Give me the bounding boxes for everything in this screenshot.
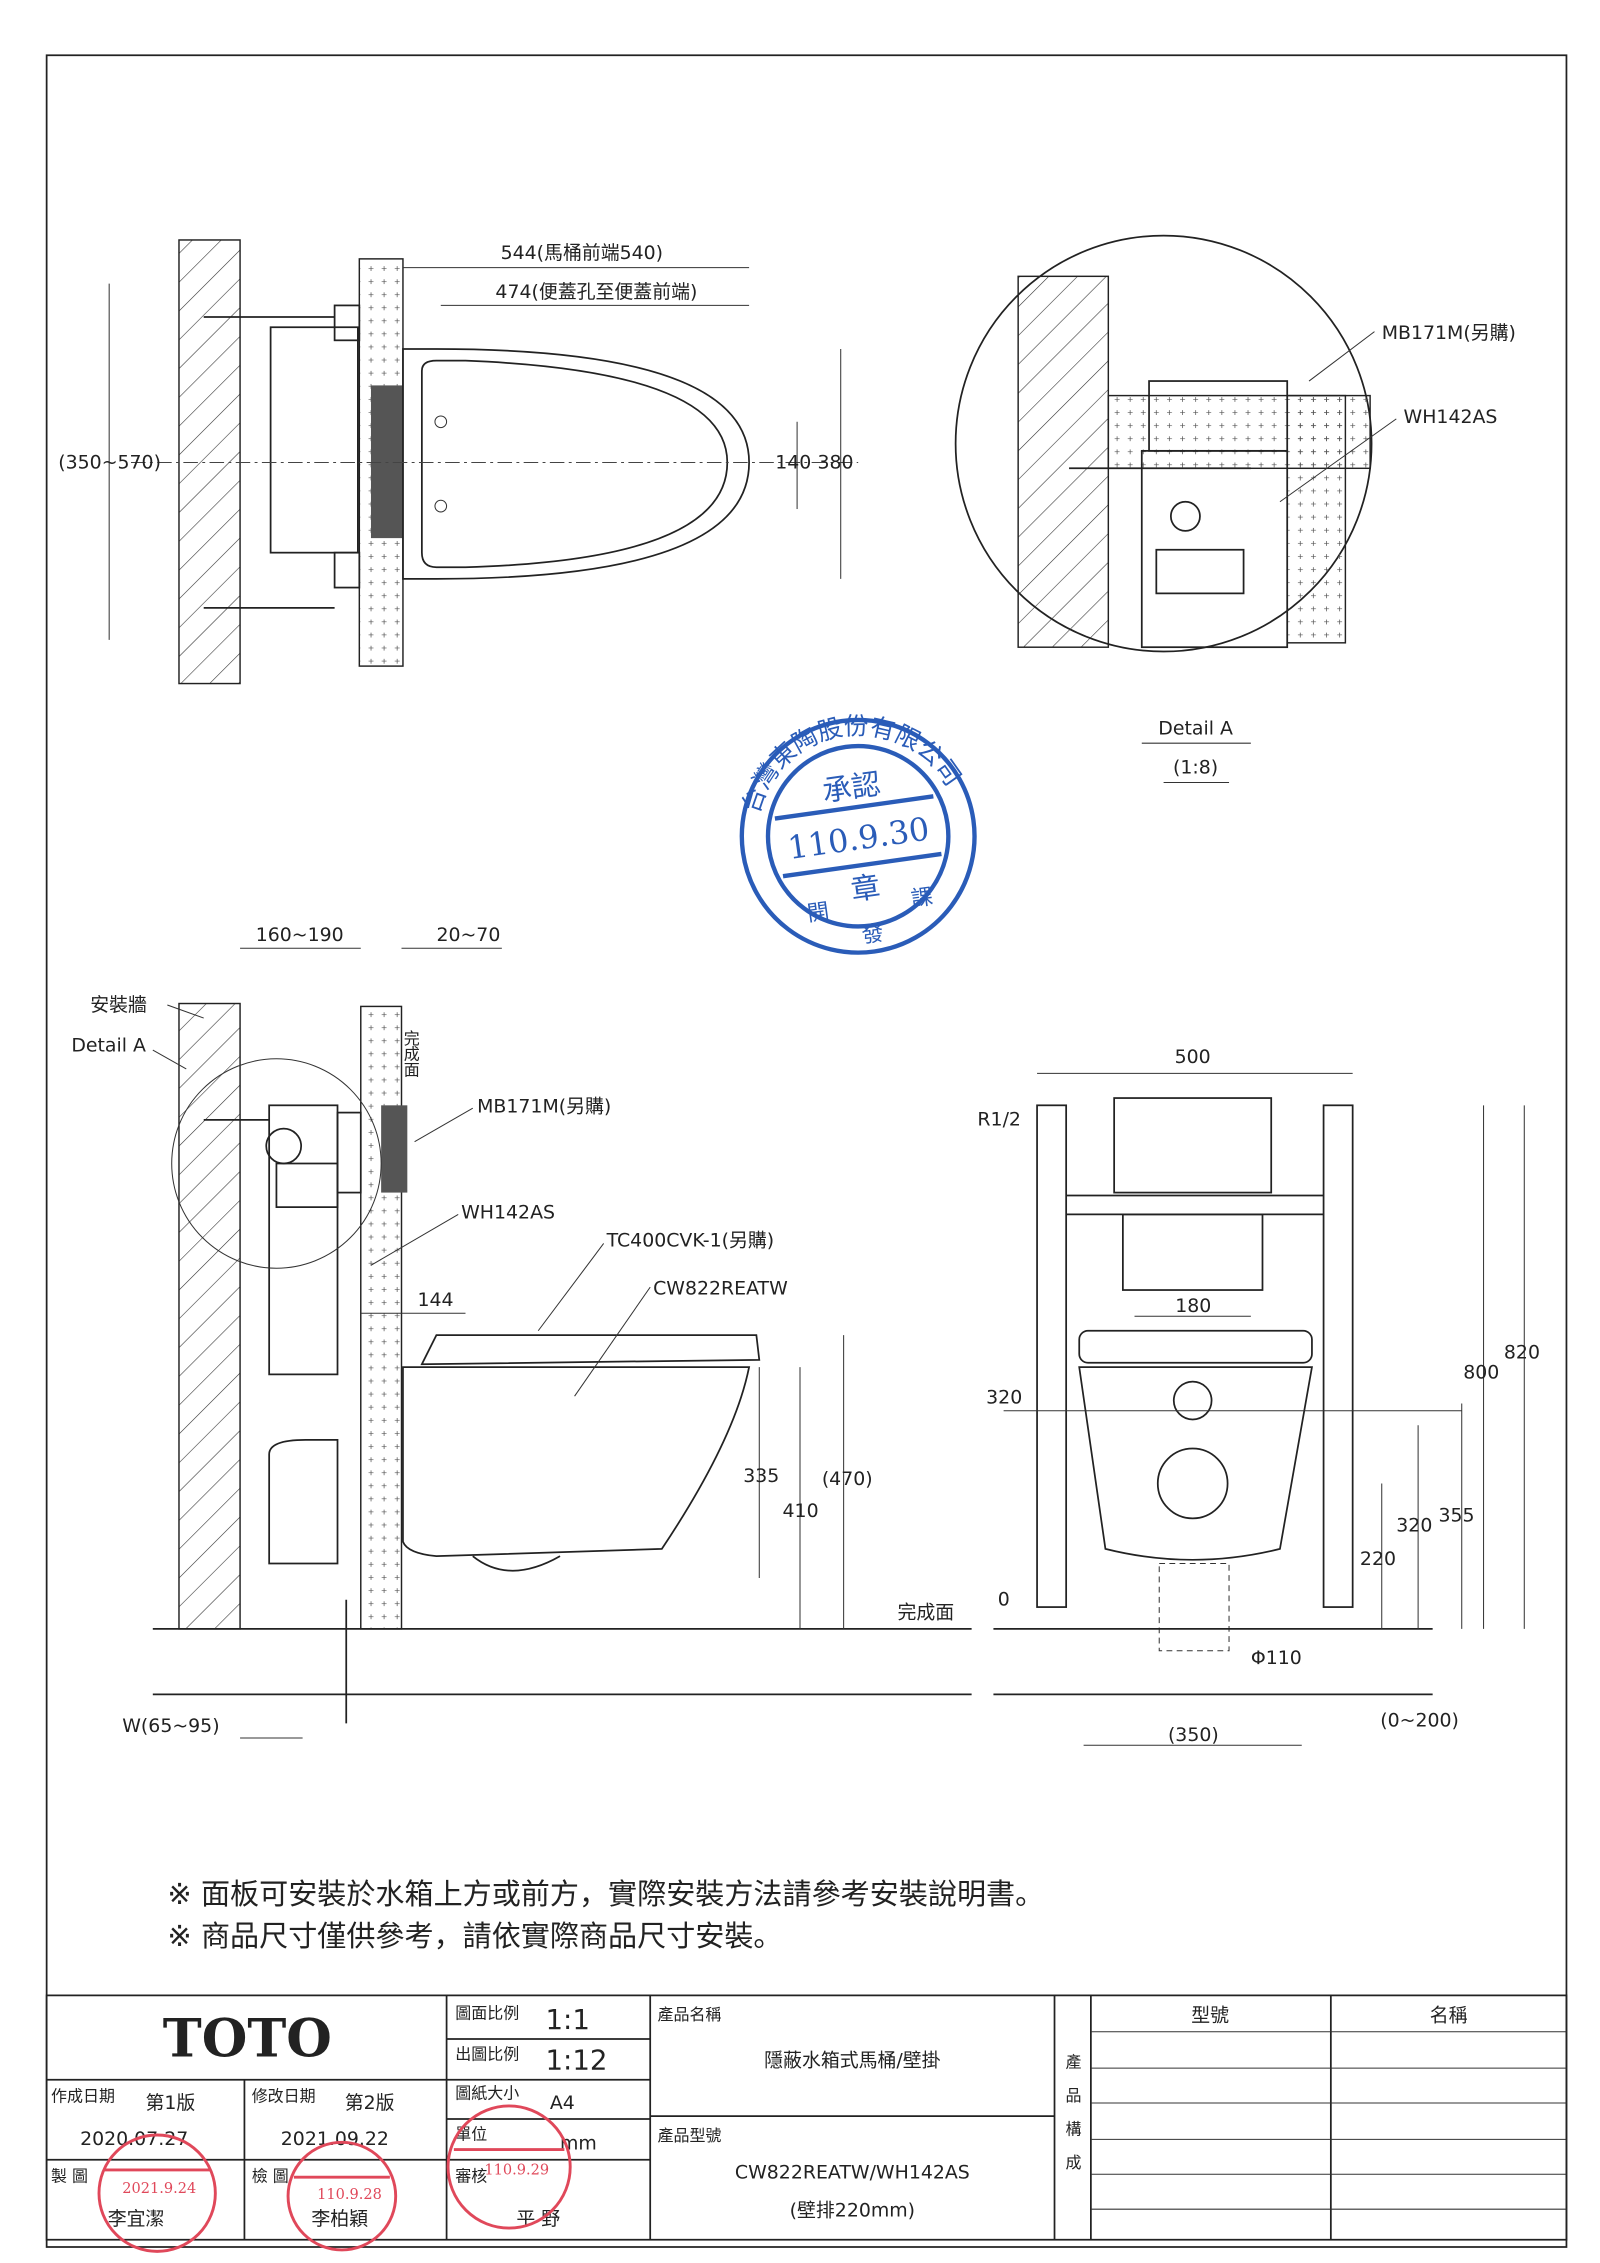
dim-width: 380	[817, 451, 853, 473]
drawing-scale-label: 圖面比例	[455, 2004, 519, 2023]
detail-a-panel-label: MB171M(另購)	[1382, 322, 1516, 344]
stamp-dept-mid: 發	[860, 921, 885, 949]
dim-470: (470)	[822, 1468, 873, 1490]
title-block: TOTO 圖面比例 1:1 出圖比例 1:12 圖紙大小 A4 單位 mm 審核…	[45, 1994, 1568, 2253]
product-model: CW822REATW/WH142AS	[735, 2162, 970, 2184]
r12-label: R1/2	[977, 1109, 1021, 1131]
drawn-seal: 2021.9.24	[97, 2133, 217, 2253]
dim-355: 355	[1438, 1504, 1474, 1526]
print-scale: 1:12	[545, 2044, 607, 2077]
stamp-dept-left: 開	[806, 899, 831, 927]
dim-820: 820	[1504, 1341, 1540, 1363]
composition-label: 產品構成	[1062, 2054, 1081, 2188]
sheet-border	[45, 54, 1568, 2248]
note-1: ※ 面板可安裝於水箱上方或前方，實際安裝方法請參考安裝說明書。	[167, 1877, 1044, 1911]
detail-a-tank-label: WH142AS	[1404, 406, 1498, 428]
drawn-label: 製 圖	[51, 2167, 88, 2186]
dim-144: 144	[418, 1289, 454, 1311]
detail-a-scale: (1:8)	[1173, 757, 1218, 779]
tank-frame	[269, 326, 359, 554]
dim-hole-width: 140	[775, 451, 811, 473]
checked-seal-date: 110.9.28	[317, 2187, 382, 2203]
stamp-approval: 承認	[820, 767, 882, 809]
product-name-label: 產品名稱	[657, 2005, 721, 2024]
unit: mm	[560, 2133, 597, 2155]
side-tank-label: WH142AS	[461, 1202, 555, 1224]
dim-bolt-range: (350~570)	[58, 451, 161, 473]
modified-date: 2021.09.22	[281, 2128, 389, 2150]
dim-500: 500	[1175, 1046, 1211, 1068]
wall-hatch	[178, 239, 241, 685]
stamp-seal: 章	[849, 869, 883, 907]
floor-label: 完成面	[897, 1602, 954, 1624]
checked-seal: 110.9.28	[286, 2140, 398, 2252]
dim-seat-length: 474(便蓋孔至便蓋前端)	[495, 281, 697, 303]
created-version: 第1版	[146, 2092, 196, 2114]
side-panel-label: MB171M(另購)	[477, 1096, 611, 1118]
drawing-scale: 1:1	[545, 2003, 589, 2036]
detail-a-title: Detail A	[1158, 717, 1233, 739]
mark-0: 0	[998, 1589, 1010, 1611]
dim-410: 410	[783, 1500, 819, 1522]
dim-wall-gap: 160~190	[256, 924, 344, 946]
product-name: 隱蔽水箱式馬桶/壁掛	[764, 2050, 940, 2072]
dim-finish-thickness: 20~70	[436, 924, 500, 946]
dim-overall-length: 544(馬桶前端540)	[501, 242, 663, 264]
col-model-header: 型號	[1191, 2005, 1229, 2027]
checked-by: 李柏穎	[311, 2208, 368, 2230]
toilet-seat-outline	[402, 348, 750, 580]
checked-label: 檢 圖	[252, 2167, 289, 2186]
review-seal-date: 110.9.29	[484, 2162, 549, 2178]
dim-350: (350)	[1168, 1724, 1219, 1746]
col-name-header: 名稱	[1430, 2005, 1468, 2027]
top-view: 544(馬桶前端540) 474(便蓋孔至便蓋前端) (350~570) 140…	[58, 239, 859, 685]
dim-w: W(65~95)	[122, 1715, 219, 1737]
paper-size: A4	[550, 2092, 575, 2114]
note-2: ※ 商品尺寸僅供參考，請依實際商品尺寸安裝。	[167, 1919, 782, 1953]
dim-180: 180	[1175, 1295, 1211, 1317]
detail-a: MB171M(另購) WH142AS Detail A (1:8)	[954, 234, 1516, 783]
dim-335: 335	[743, 1465, 779, 1487]
seat-label: TC400CVK-1(另購)	[606, 1229, 775, 1251]
drawn-by: 李宜潔	[108, 2208, 165, 2230]
bowl-outline	[402, 1366, 751, 1558]
wall-label: 安裝牆	[90, 994, 147, 1016]
paper-label: 圖紙大小	[455, 2084, 519, 2103]
front-view: 500 R1/2 180 320 0 800 820 320 355 220 Φ…	[977, 1046, 1540, 1746]
review-label: 審核	[455, 2167, 487, 2186]
detail-a-callout: Detail A	[71, 1035, 146, 1057]
dim-800: 800	[1463, 1362, 1499, 1384]
bowl-label: CW822REATW	[653, 1277, 788, 1299]
approval-stamp: 台灣東陶股份有限公司 承認 110.9.30 章 開 發 課	[725, 696, 977, 955]
stamp-dept-right: 課	[909, 885, 934, 913]
product-model-sub: (壁排220mm)	[790, 2199, 915, 2221]
print-scale-label: 出圖比例	[455, 2044, 519, 2063]
unit-label: 單位	[455, 2124, 487, 2143]
modified-label: 修改日期	[252, 2087, 316, 2106]
modified-version: 第2版	[345, 2092, 395, 2114]
dim-phi110: Φ110	[1251, 1647, 1302, 1669]
dim-0-200: (0~200)	[1380, 1709, 1459, 1731]
review-seal: 110.9.29	[446, 2104, 572, 2230]
dim-320: 320	[1396, 1514, 1432, 1536]
finish-face-label: 完成面	[401, 1030, 420, 1078]
side-view: 160~190 20~70 安裝牆 Detail A 完成面 MB171M(另購…	[71, 924, 972, 1739]
product-model-label: 產品型號	[657, 2126, 721, 2145]
created-label: 作成日期	[51, 2087, 115, 2106]
toto-logo: TOTO	[163, 2008, 332, 2069]
drawn-seal-date: 2021.9.24	[122, 2181, 196, 2197]
mark-320: 320	[986, 1386, 1022, 1408]
dim-220: 220	[1360, 1548, 1396, 1570]
